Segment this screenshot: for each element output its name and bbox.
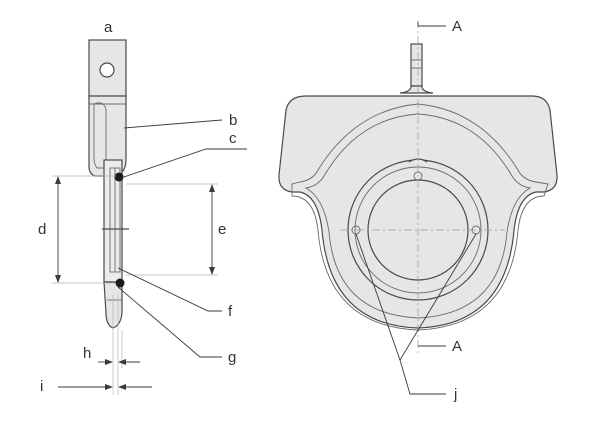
label-h: h	[83, 345, 91, 362]
label-b: b	[229, 112, 237, 129]
seal-ring-groove	[291, 103, 549, 331]
mounting-stem	[410, 43, 423, 87]
label-i: i	[40, 378, 43, 395]
label-a: a	[104, 19, 113, 36]
label-section-top: A	[452, 18, 462, 35]
front-view	[278, 20, 558, 395]
side-view-dimensions	[52, 119, 247, 390]
side-view	[88, 39, 129, 395]
seal-o-ring-g	[115, 278, 125, 288]
callout-labels: a b c d e f g h i j A A	[38, 18, 462, 403]
seal-o-ring-c	[114, 172, 124, 182]
label-c: c	[229, 130, 237, 147]
housing-side-inner-recess	[93, 102, 107, 169]
label-j: j	[453, 386, 457, 403]
inner-cavity	[304, 113, 532, 319]
label-e: e	[218, 221, 226, 238]
label-d: d	[38, 221, 46, 238]
label-f: f	[228, 303, 233, 320]
mounting-hole	[99, 62, 115, 78]
label-g: g	[228, 349, 236, 366]
label-section-bottom: A	[452, 338, 462, 355]
